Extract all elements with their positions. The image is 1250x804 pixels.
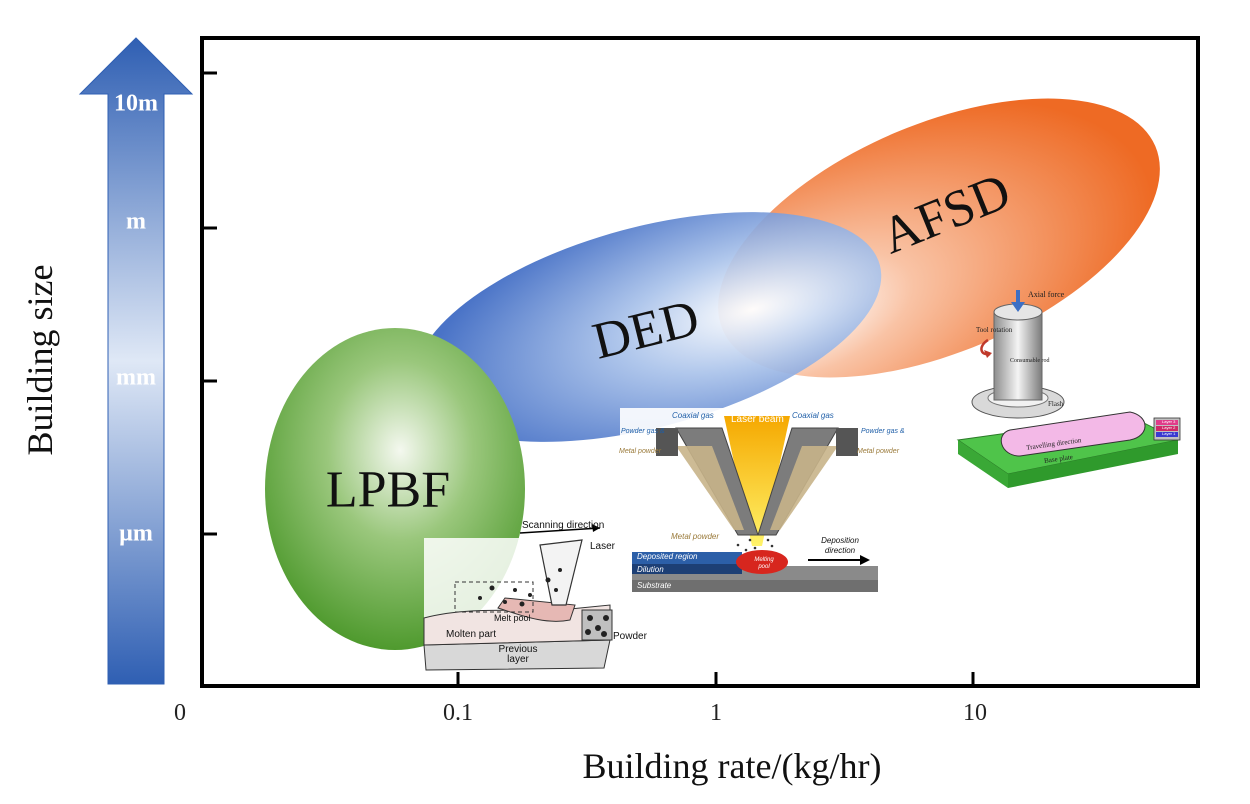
ded-coaxial-gas-right-label: Coaxial gas xyxy=(792,411,834,420)
ded-powder-gas-right-label: Powder gas & xyxy=(861,428,905,435)
x-tick-10: 10 xyxy=(963,700,987,726)
afsd-layer1-label: Layer 1 xyxy=(1162,431,1176,436)
ded-laser-beam-label: Laser beam xyxy=(731,414,784,425)
afsd-tool-rotation-label: Tool rotation xyxy=(976,326,1013,334)
afsd-flash-label: Flash xyxy=(1048,400,1064,408)
afsd-consumable-rod-label: Consumable rod xyxy=(1010,358,1050,364)
ded-coaxial-gas-left-label: Coaxial gas xyxy=(672,411,714,420)
ded-metal-powder-stream-label: Metal powder xyxy=(671,532,720,541)
ded-deposition-direction-label: Deposition direction xyxy=(821,536,859,555)
ded-deposited-region-label: Deposited region xyxy=(637,552,698,561)
x-axis-label: Building rate/(kg/hr) xyxy=(582,746,882,786)
scale-label-um: µm xyxy=(119,520,153,547)
lpbf-scanning-label: Scanning direction xyxy=(522,520,605,531)
ded-substrate-label: Substrate xyxy=(637,581,672,590)
lpbf-label: LPBF xyxy=(325,461,451,519)
lpbf-inset xyxy=(423,524,614,671)
scale-label-m: m xyxy=(126,208,146,235)
ded-melting-pool-label: Melting pool xyxy=(754,557,774,570)
ded-metal-powder-right-label: Metal powder xyxy=(857,448,900,455)
y-axis-label: Building size xyxy=(20,264,60,456)
x-ticks xyxy=(456,672,975,686)
afsd-axial-force-label: Axial force xyxy=(1028,290,1065,299)
lpbf-previous-layer-label: Previous layer xyxy=(498,644,538,665)
x-tick-0-1: 0.1 xyxy=(443,700,473,726)
ded-region xyxy=(414,212,882,442)
ded-metal-powder-left-label: Metal powder xyxy=(619,448,662,455)
afsd-layer3-label: Layer 3 xyxy=(1162,419,1176,424)
lpbf-powder-label: Powder xyxy=(613,631,647,642)
lpbf-laser-label: Laser xyxy=(590,541,616,552)
scale-label-mm: mm xyxy=(116,364,156,391)
scale-label-10m: 10m xyxy=(114,90,158,117)
ded-powder-gas-left-label: Powder gas & xyxy=(621,428,665,435)
x-tick-0: 0 xyxy=(174,700,186,726)
ded-dilution-label: Dilution xyxy=(637,565,664,574)
lpbf-meltpool-label: Melt pool xyxy=(494,613,531,623)
x-tick-1: 1 xyxy=(710,700,722,726)
afsd-inset xyxy=(956,290,1181,488)
ded-inset xyxy=(620,408,910,593)
afsd-layer2-label: Layer 2 xyxy=(1162,425,1176,430)
lpbf-molten-label: Molten part xyxy=(446,629,497,640)
plot-frame xyxy=(200,36,1200,688)
y-ticks xyxy=(202,71,217,536)
building-size-arrow xyxy=(78,37,194,685)
